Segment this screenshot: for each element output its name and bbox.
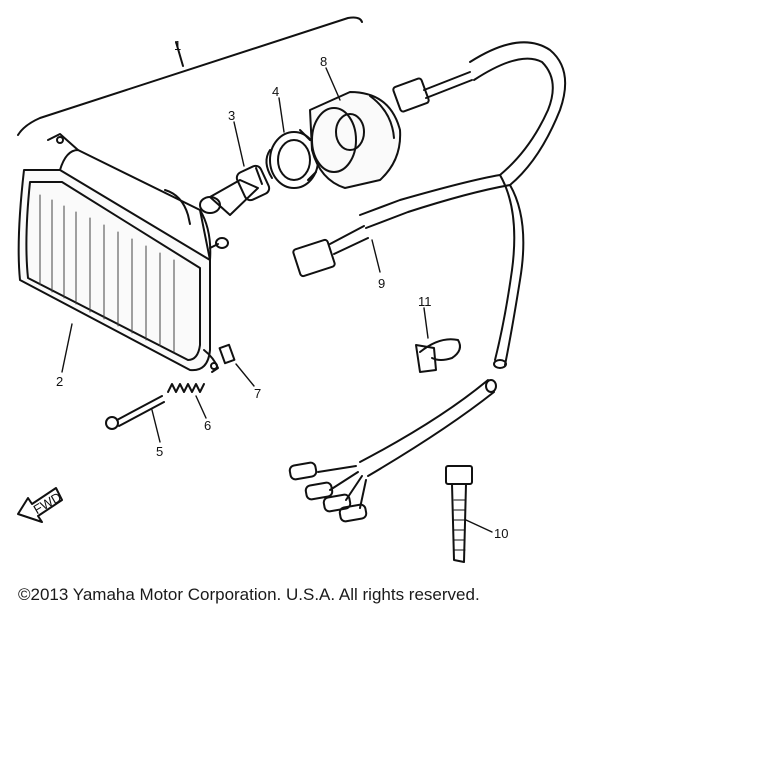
headlight-unit [19,134,228,372]
bulb [200,164,271,215]
callout-10: 10 [494,526,508,541]
callout-2: 2 [56,374,63,389]
callout-4: 4 [272,84,279,99]
fwd-arrow [18,488,62,522]
callout-8: 8 [320,54,327,69]
callout-1: 1 [174,38,181,53]
cable-tie [446,466,472,562]
nut [220,345,235,363]
callout-6: 6 [204,418,211,433]
callout-3: 3 [228,108,235,123]
socket-cover [310,92,400,188]
callout-7: 7 [254,386,261,401]
callout-11: 11 [418,294,432,309]
callout-9: 9 [378,276,385,291]
assembly-bracket [18,18,362,136]
harness-clip [416,339,460,372]
sub-harness [293,226,368,277]
upper-wire-harness [392,42,565,185]
callout-5: 5 [156,444,163,459]
bulb-holder [266,130,318,188]
leader-lines [62,68,492,532]
copyright-notice: ©2013 Yamaha Motor Corporation. U.S.A. A… [18,585,480,604]
lower-wire-terminals [289,380,496,522]
harness-branch [360,175,523,368]
adjusting-screw [106,396,164,429]
headlight-parts-diagram: 1 2 3 4 5 6 7 8 9 10 11 FWD [0,0,768,580]
spring [168,384,204,392]
